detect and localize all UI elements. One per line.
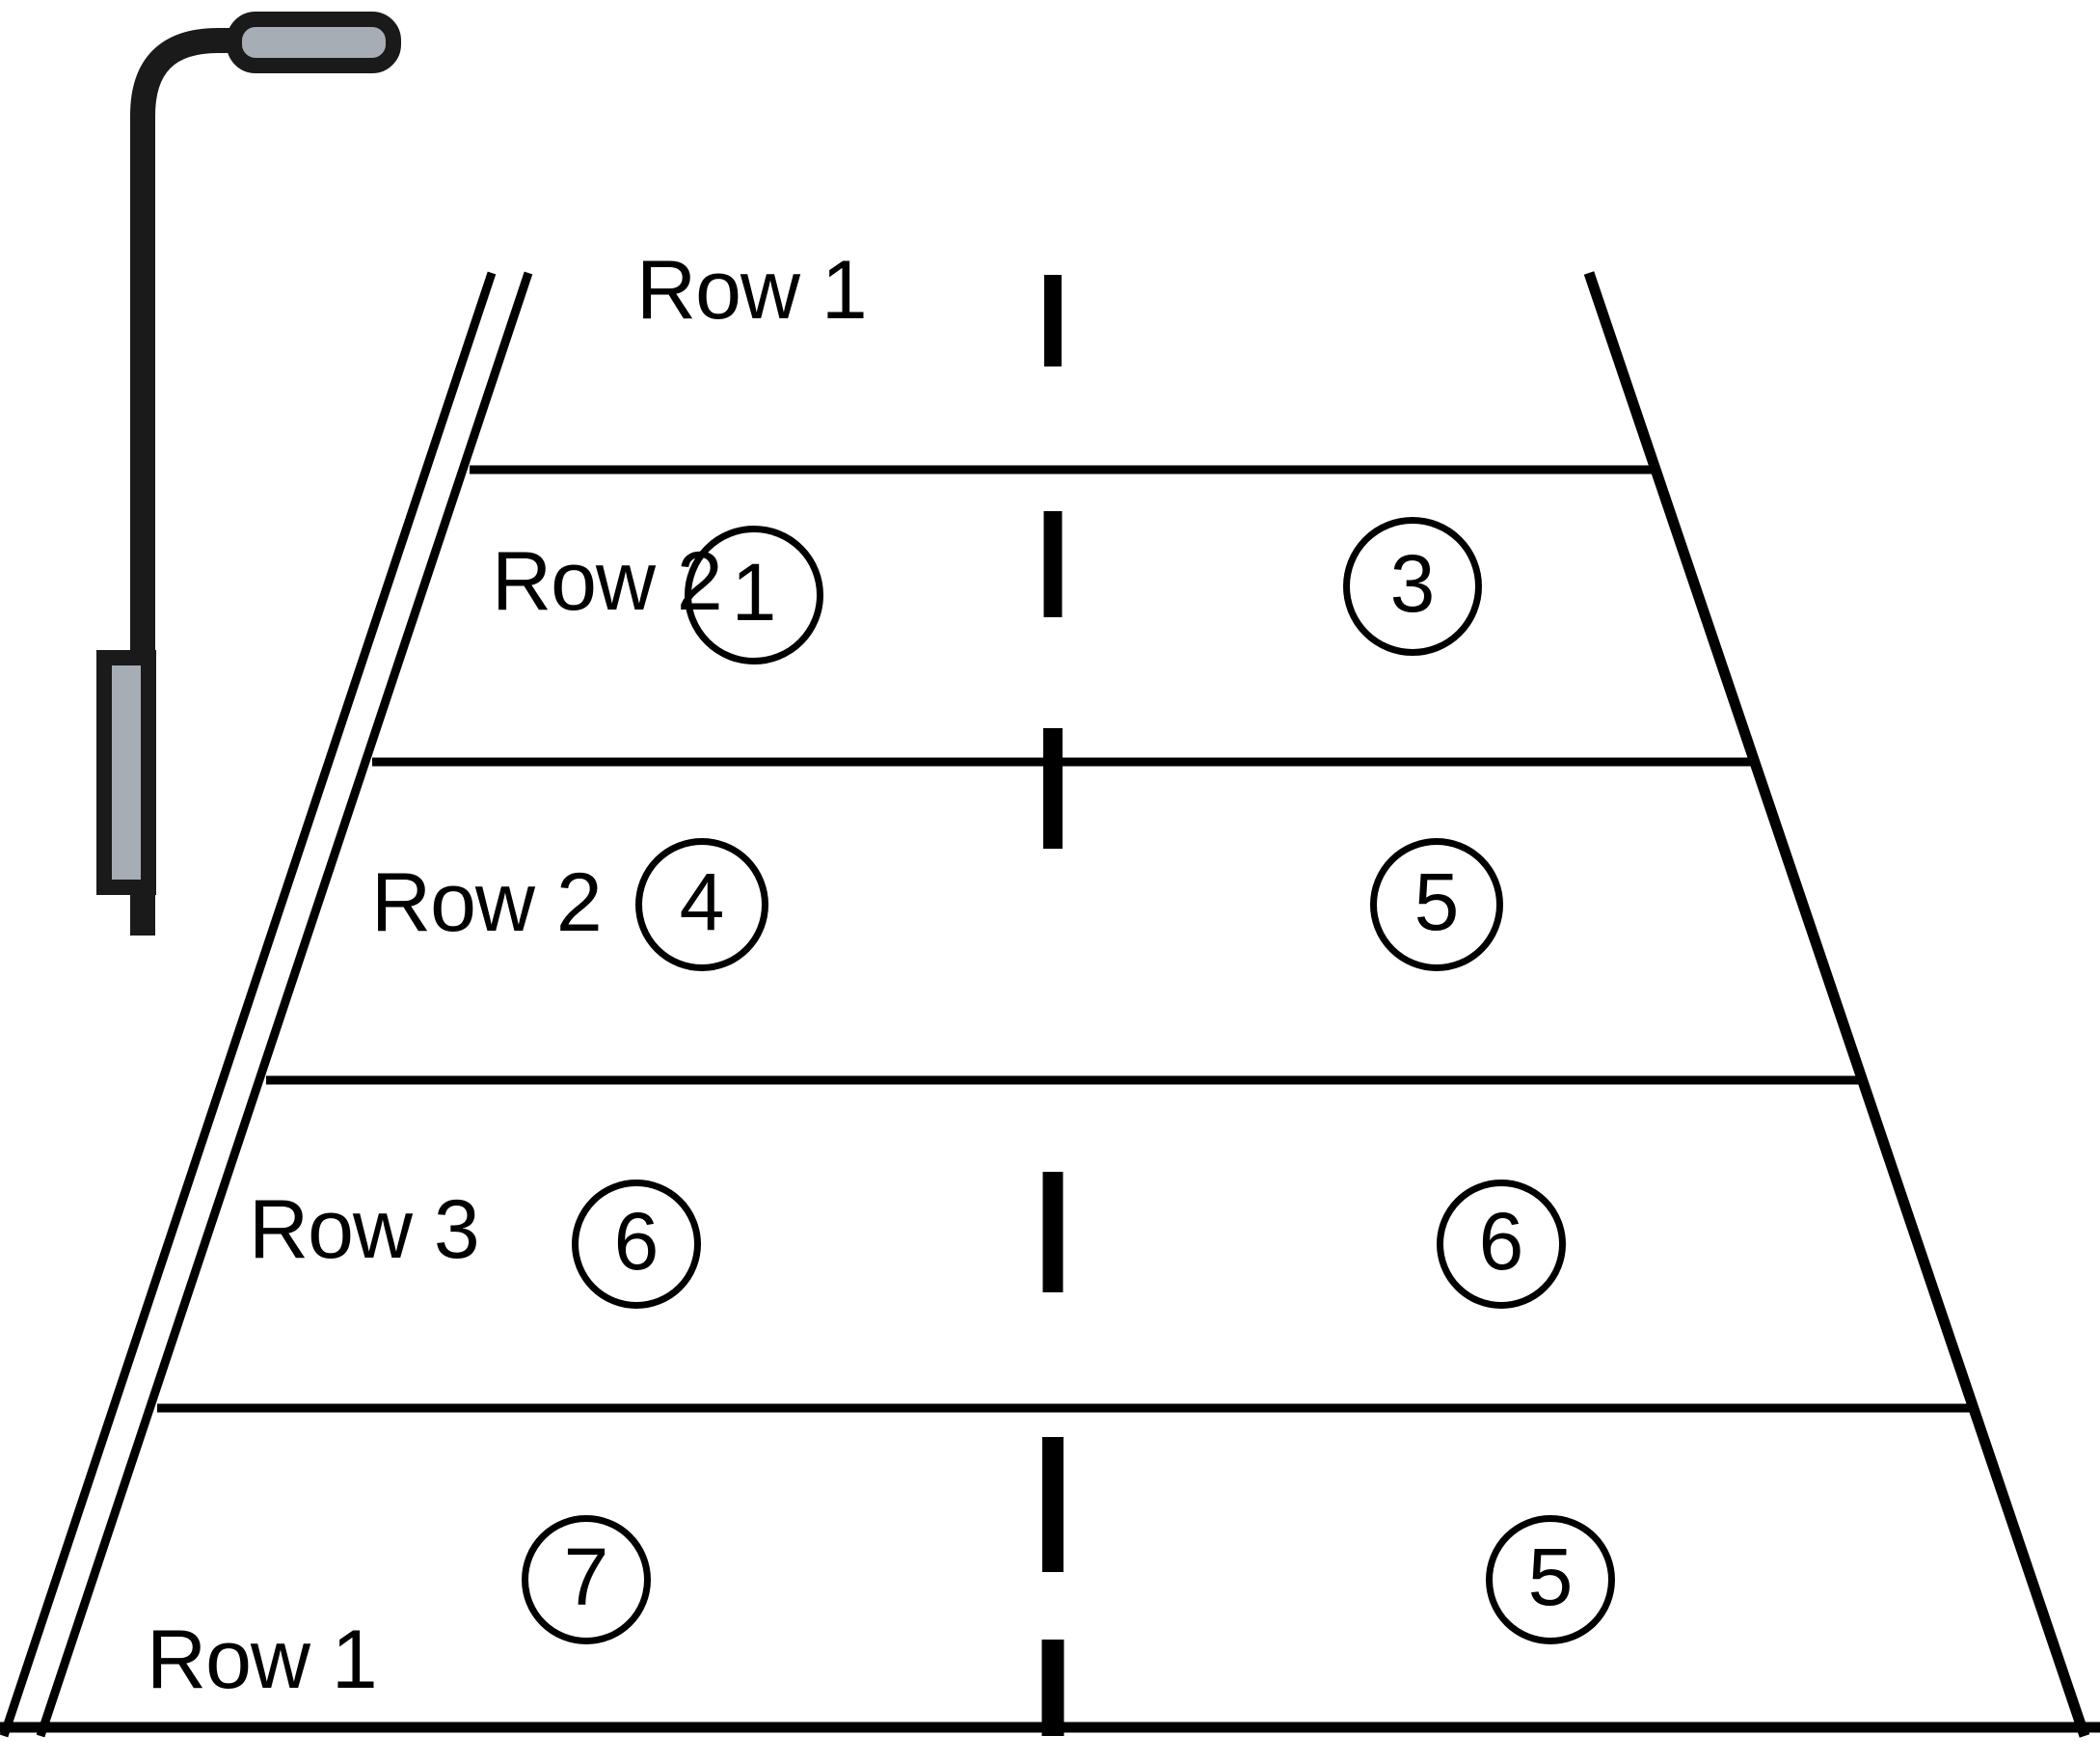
row-label-2: Row 2: [492, 535, 723, 628]
marker-value: 6: [1478, 1196, 1524, 1287]
row-label-3: Row 2: [371, 856, 603, 949]
lamp-control-cabinet: [96, 650, 156, 895]
row-label-4: Row 3: [249, 1183, 480, 1276]
marker-circle-2: 3: [1343, 517, 1482, 656]
row-label-1: Row 1: [636, 244, 868, 337]
marker-value: 7: [563, 1532, 609, 1622]
road-outline: [0, 271, 2090, 1738]
marker-value: 3: [1389, 538, 1436, 629]
marker-value: 5: [1413, 856, 1460, 947]
street-lamp: [96, 12, 401, 936]
marker-circle-7: 7: [522, 1515, 651, 1644]
road-right-edge: [1583, 271, 2090, 1738]
row-label-5: Row 1: [147, 1614, 378, 1706]
lamp-head-icon: [227, 12, 401, 73]
marker-value: 5: [1527, 1532, 1574, 1622]
marker-circle-4: 5: [1370, 838, 1503, 971]
marker-value: 1: [731, 547, 777, 637]
marker-circle-3: 4: [635, 838, 768, 971]
marker-circle-5: 6: [572, 1180, 701, 1309]
marker-circle-6: 6: [1437, 1180, 1566, 1309]
marker-circle-1: 1: [685, 526, 823, 665]
marker-circle-8: 5: [1486, 1515, 1615, 1644]
marker-value: 4: [679, 856, 725, 947]
marker-value: 6: [613, 1196, 660, 1287]
road-left-inner-edge: [36, 271, 533, 1738]
road-left-outer-edge: [0, 271, 497, 1738]
lamp-pole: [130, 28, 251, 936]
